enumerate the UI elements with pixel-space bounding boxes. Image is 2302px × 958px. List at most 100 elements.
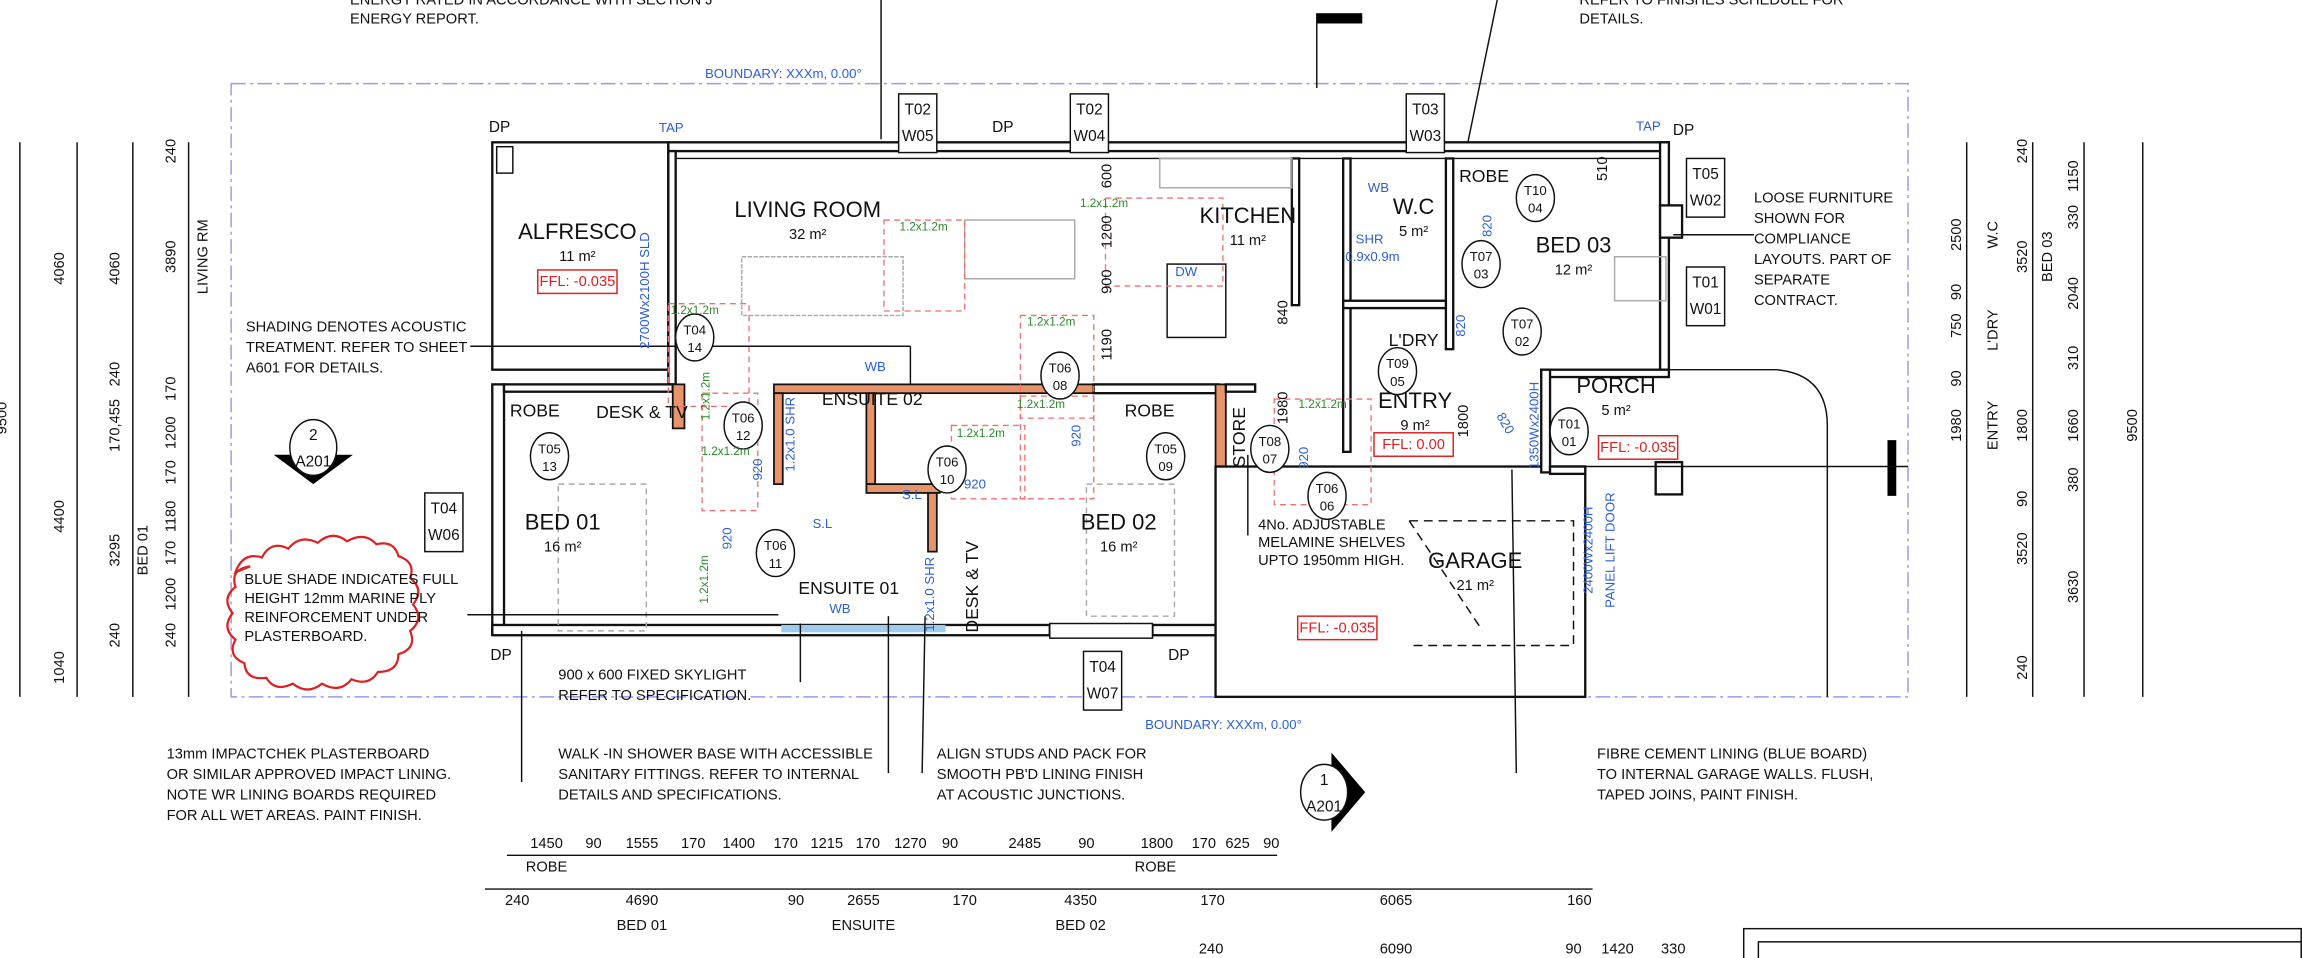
room-name: PORCH <box>1576 373 1655 398</box>
room-tag <box>1040 351 1080 400</box>
annotation-label: WB <box>865 359 886 374</box>
dimension-label: 9500 <box>2125 409 2141 442</box>
tag-code: T07 <box>1511 317 1534 332</box>
annotation-label: WB <box>1368 180 1389 195</box>
dimension-label: LIVING RM <box>196 219 212 294</box>
tag-code: T01 <box>1558 416 1581 431</box>
note-studs: SMOOTH PB'D LINING FINISH <box>937 767 1143 783</box>
north-flag <box>1316 13 1363 24</box>
dimension-label: BED 01 <box>136 525 152 576</box>
tag-number: 11 <box>769 556 783 571</box>
window-type: T03 <box>1412 101 1439 118</box>
dimension-label: 1420 <box>1601 942 1634 958</box>
room-name: ALFRESCO <box>518 219 637 244</box>
tag-code: T06 <box>764 538 787 553</box>
dimension-label: 330 <box>2066 205 2082 229</box>
room-tag <box>1145 432 1186 481</box>
window-type: T04 <box>431 500 458 517</box>
leader-line <box>1467 0 1498 143</box>
dimension-label: 2040 <box>2066 277 2082 310</box>
window-tag <box>1069 93 1110 154</box>
ffl-box <box>1597 434 1679 460</box>
room-area: 11 m² <box>559 249 595 265</box>
note-shower: DETAILS AND SPECIFICATIONS. <box>558 788 781 804</box>
section-marker <box>289 418 338 477</box>
dimension-label: 1660 <box>2066 409 2082 442</box>
dimension-label: 240 <box>163 623 179 647</box>
window-id: W05 <box>902 128 934 145</box>
tag-code: T05 <box>1154 441 1177 456</box>
section-number: 1 <box>1320 772 1329 789</box>
annotation-label: WB <box>829 601 850 616</box>
note-acoustic: SHADING DENOTES ACOUSTIC <box>246 320 467 336</box>
annotation-label: 920 <box>1069 425 1084 447</box>
room-tag <box>1549 407 1589 456</box>
note-finishes: REFER TO FINISHES SCHEDULE FOR <box>1579 0 1843 8</box>
tag-number: 10 <box>940 472 955 487</box>
window-id: W02 <box>1690 192 1722 209</box>
dimension-label: W.C <box>1986 220 2002 248</box>
dimension-label: 4690 <box>626 893 659 909</box>
note-furniture: LOOSE FURNITURE <box>1754 190 1893 206</box>
furniture <box>557 219 1667 647</box>
dimension-label: ENSUITE <box>832 918 896 934</box>
room-area: 5 m² <box>1601 403 1630 419</box>
note-fibre: TO INTERNAL GARAGE WALLS. FLUSH, <box>1597 767 1873 783</box>
ffl-label: FFL: -0.035 <box>1299 620 1375 636</box>
clearance-label: 1.2x1.2m <box>698 555 711 603</box>
dimension-label: 6090 <box>1380 942 1413 958</box>
note-acoustic: A601 FOR DETAILS. <box>246 361 383 377</box>
window-type: T02 <box>904 101 931 118</box>
dimension-label: 90 <box>1078 836 1094 852</box>
dimension-label: 4400 <box>52 500 68 533</box>
clearance-label: 1.2x1.2m <box>1027 316 1075 329</box>
dimension-label: BED 02 <box>1055 918 1106 934</box>
revision-cloud <box>226 534 420 691</box>
tag-number: 05 <box>1390 374 1405 389</box>
note-shelves: 4No. ADJUSTABLE <box>1258 518 1386 534</box>
note-furniture: SEPARATE <box>1754 273 1830 289</box>
service-label: DP <box>490 647 511 664</box>
dimension-label: 1800 <box>1141 836 1174 852</box>
note-blue_shade: HEIGHT 12mm MARINE PLY <box>244 591 436 607</box>
tag-number: 04 <box>1528 201 1543 216</box>
note-furniture: CONTRACT. <box>1754 293 1838 309</box>
window-type: T02 <box>1076 101 1103 118</box>
note-blue_shade: REINFORCEMENT UNDER <box>244 610 428 626</box>
site-boundary <box>230 82 1909 698</box>
clearance-label: 1.2x1.2m <box>900 220 948 233</box>
window-tag <box>424 492 464 553</box>
tag-code: T05 <box>538 441 561 456</box>
dimension-label: 3520 <box>2015 240 2031 273</box>
tag-code: T04 <box>683 322 706 337</box>
annotation-label: S.L <box>902 487 922 502</box>
section-marker <box>1299 763 1349 821</box>
note-skylight: REFER TO SPECIFICATION. <box>558 688 751 704</box>
note-energy: ENERGY REPORT. <box>350 11 479 27</box>
tag-number: 03 <box>1474 267 1489 282</box>
window-tag <box>1685 157 1726 218</box>
dimension-label: 240 <box>163 139 179 163</box>
dimension-label: 1200 <box>1099 215 1115 248</box>
room-label: ENSUITE 02 <box>822 389 923 409</box>
dimension-label: 1150 <box>2066 160 2082 192</box>
window-id: W07 <box>1087 685 1119 702</box>
dimension-label: BED 03 <box>2040 231 2056 282</box>
note-shower: SANITARY FITTINGS. REFER TO INTERNAL <box>558 767 859 783</box>
room-name: GARAGE <box>1428 548 1522 573</box>
window-tag <box>1405 93 1446 154</box>
annotation-label: PANEL LIFT DOOR <box>1603 492 1618 608</box>
dimension-label: ENTRY <box>1986 401 2002 451</box>
window-id: W04 <box>1074 128 1106 145</box>
dimension-label: 90 <box>2015 491 2031 507</box>
room-tag <box>1502 307 1542 356</box>
annotation-label: 820 <box>1479 215 1494 237</box>
dimension-label: 170 <box>1200 893 1224 909</box>
tag-number: 14 <box>687 340 702 355</box>
dimension-label: 1980 <box>1949 409 1965 442</box>
note-furniture: LAYOUTS. PART OF <box>1754 252 1891 268</box>
tag-number: 01 <box>1562 434 1577 449</box>
room-label: ENSUITE 01 <box>798 578 899 598</box>
tag-code: T07 <box>1470 249 1493 264</box>
note-acoustic: TREATMENT. REFER TO SHEET <box>246 340 468 356</box>
